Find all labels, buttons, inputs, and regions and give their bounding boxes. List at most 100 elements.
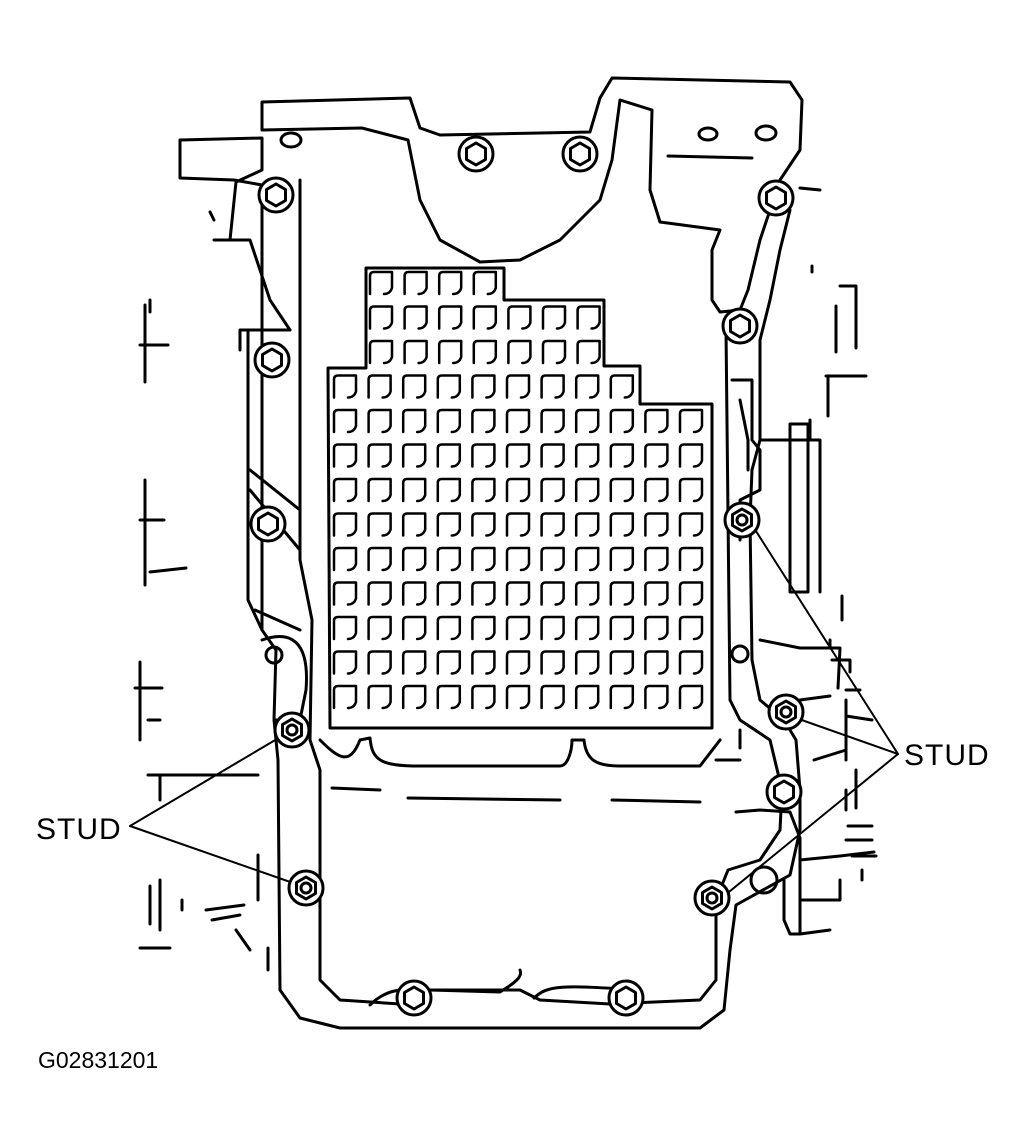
figure-id: G02831201 xyxy=(38,1047,159,1073)
left-flange-inner xyxy=(178,138,264,187)
stud-callout-leaders xyxy=(129,527,899,897)
baffle-cell xyxy=(574,684,600,710)
hex-bolt-icon xyxy=(607,979,645,1017)
baffle-cell xyxy=(436,512,462,537)
baffle-cell xyxy=(367,546,392,572)
baffle-cell xyxy=(609,477,635,503)
baffle-cell xyxy=(609,615,635,641)
baffle-cell xyxy=(540,408,565,434)
baffle-cell xyxy=(644,615,669,641)
baffle-cell xyxy=(505,615,531,641)
right-lower-bracket xyxy=(758,638,848,762)
baffle-cell xyxy=(540,615,565,641)
baffle-cell xyxy=(403,305,428,330)
hex-bolt-icon xyxy=(257,176,295,214)
baffle-cell xyxy=(574,615,600,641)
baffle-cell xyxy=(507,339,532,365)
baffle-cell xyxy=(436,477,462,503)
leader-line xyxy=(723,753,899,897)
baffle-cell xyxy=(574,477,600,503)
baffle-cell xyxy=(609,684,635,710)
baffle-cell xyxy=(472,305,498,330)
baffle-cell xyxy=(367,477,392,503)
baffle-cell xyxy=(403,339,428,365)
baffle-cell xyxy=(644,546,669,572)
stud-callout-left: STUD xyxy=(36,813,122,846)
baffle-cell xyxy=(436,650,462,675)
baffle-cell xyxy=(609,512,635,537)
right-step-block xyxy=(798,850,876,936)
baffle-cell xyxy=(678,512,704,537)
baffle-cell xyxy=(332,615,358,641)
left-rib xyxy=(248,468,302,632)
stud-icon xyxy=(723,501,761,539)
baffle-cell xyxy=(471,477,496,503)
baffle-cell xyxy=(540,512,565,537)
baffle-cell xyxy=(505,684,531,710)
right-slot xyxy=(788,422,810,594)
block-hole xyxy=(279,131,303,149)
baffle-cell xyxy=(678,408,704,434)
baffle-cell xyxy=(505,650,531,675)
baffle-cell xyxy=(368,270,394,296)
baffle-cell xyxy=(678,581,704,606)
baffle-cell xyxy=(471,581,496,606)
baffle-cell xyxy=(401,408,427,434)
baffle-cell xyxy=(574,374,600,399)
oil-pan-flange-inner xyxy=(298,178,784,1006)
baffle-cell xyxy=(471,650,496,675)
baffle-cell xyxy=(332,477,358,503)
baffle-cell xyxy=(436,374,462,399)
leader-line xyxy=(753,527,899,755)
baffle-cell xyxy=(403,270,428,296)
baffle-cell xyxy=(401,546,427,572)
background-line xyxy=(133,210,270,972)
baffle-cell xyxy=(437,305,463,330)
background-line xyxy=(714,186,878,882)
baffle-cell xyxy=(401,581,427,606)
hex-bolt-icon xyxy=(561,135,599,173)
hex-bolt-icon xyxy=(721,307,759,345)
stud-icon xyxy=(767,693,805,731)
baffle-cell xyxy=(505,443,531,468)
hex-bolt-icon xyxy=(457,135,495,173)
baffle-cell xyxy=(505,512,531,537)
baffle-cell xyxy=(401,615,427,641)
baffle-cell xyxy=(574,546,600,572)
baffle-cell xyxy=(332,650,358,675)
baffle-cell xyxy=(472,270,498,296)
hex-bolt-icon xyxy=(765,773,803,811)
baffle-cell xyxy=(644,581,669,606)
baffle-cell xyxy=(541,339,567,365)
engine-block-outline xyxy=(260,76,804,314)
baffle-cell xyxy=(540,477,565,503)
baffle-cell xyxy=(609,443,635,468)
baffle-cell xyxy=(574,443,600,468)
baffle-cell xyxy=(401,684,427,710)
baffle-cell xyxy=(644,512,669,537)
baffle-cell xyxy=(436,581,462,606)
left-lower-bracket xyxy=(260,635,309,722)
leader-line xyxy=(129,735,283,827)
baffle-cell xyxy=(678,615,704,641)
baffle-cell xyxy=(436,408,462,434)
baffle-cell xyxy=(436,546,462,572)
baffle-cell xyxy=(332,408,358,434)
baffle-cell xyxy=(436,684,462,710)
baffle-cell xyxy=(367,443,392,468)
block-hole xyxy=(754,124,778,142)
hex-bolt-icon xyxy=(757,179,795,217)
block-hole xyxy=(697,126,719,142)
baffle-cell xyxy=(471,374,496,399)
baffle-cell xyxy=(471,408,496,434)
right-lower-block xyxy=(734,808,802,936)
baffle-cell xyxy=(505,581,531,606)
baffle-cell xyxy=(471,615,496,641)
baffle-cell xyxy=(540,581,565,606)
oil-pan-flange-outer xyxy=(260,190,802,1030)
leader-line xyxy=(129,825,297,885)
baffle-cell xyxy=(505,374,531,399)
baffle-cell xyxy=(401,374,427,399)
baffle-cell xyxy=(540,443,565,468)
baffle-cell xyxy=(678,443,704,468)
